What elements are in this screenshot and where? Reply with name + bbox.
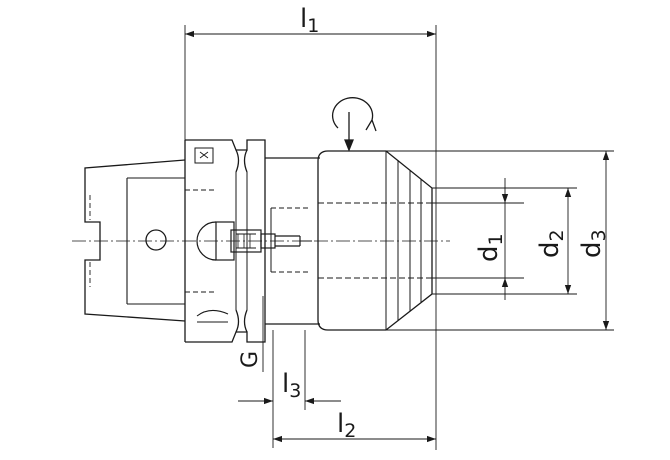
hsk-taper-shank <box>84 159 215 322</box>
label-d2: d2 <box>535 229 568 258</box>
dimension-lines <box>184 25 614 450</box>
body-neck <box>265 157 320 325</box>
clockwise-arrow-icon <box>331 97 377 152</box>
collet-nut <box>317 150 433 331</box>
label-G: G <box>238 351 263 368</box>
flange-collar <box>184 139 266 343</box>
drive-slot-hole <box>145 229 167 251</box>
label-l2: l2 <box>337 409 356 442</box>
label-l3: l3 <box>282 369 301 402</box>
label-l1: l1 <box>300 4 319 37</box>
coolant-tube-assembly <box>196 221 312 261</box>
label-d1: d1 <box>474 233 507 262</box>
label-d3: d3 <box>577 229 610 258</box>
